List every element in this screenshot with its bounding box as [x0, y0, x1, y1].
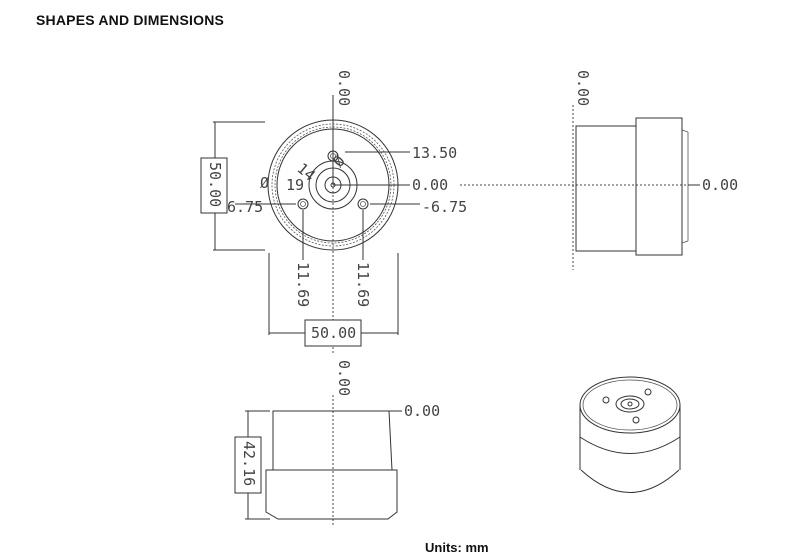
width-box-label: 50.00 [311, 324, 356, 342]
front-axis-top-label: 0.00 [335, 360, 353, 396]
diameter-outer-label: Ø [260, 174, 269, 192]
offset-right-label: -6.75 [422, 198, 467, 216]
side-axis-right-label: 0.00 [702, 176, 738, 194]
side-axis-top-label: 0.00 [574, 70, 592, 106]
axis-right-label: 0.00 [412, 176, 448, 194]
diameter-inner-label: 19 [286, 176, 304, 194]
height-box-label: 50.00 [206, 162, 224, 207]
front-axis-right-label: 0.00 [404, 402, 440, 420]
height-box-label-front: 42.16 [240, 441, 258, 486]
top-axis-label: 0.00 [335, 70, 353, 106]
front-view: 0.00 0.00 42.16 [234, 360, 440, 525]
offset-top-label: 13.50 [412, 144, 457, 162]
top-view: 0.00 13.50 0.00 -6.75 -6.75 19 14 Ø Ø 50… [200, 70, 690, 355]
units-label: Units: mm [425, 540, 489, 555]
vertical-left-label: 11.69 [294, 262, 312, 307]
page-title: SHAPES AND DIMENSIONS [36, 12, 225, 28]
offset-left-label: -6.75 [218, 198, 263, 216]
isometric-view [579, 376, 681, 493]
side-view: 0.00 0.00 [572, 70, 738, 270]
vertical-right-label: 11.69 [354, 262, 372, 307]
